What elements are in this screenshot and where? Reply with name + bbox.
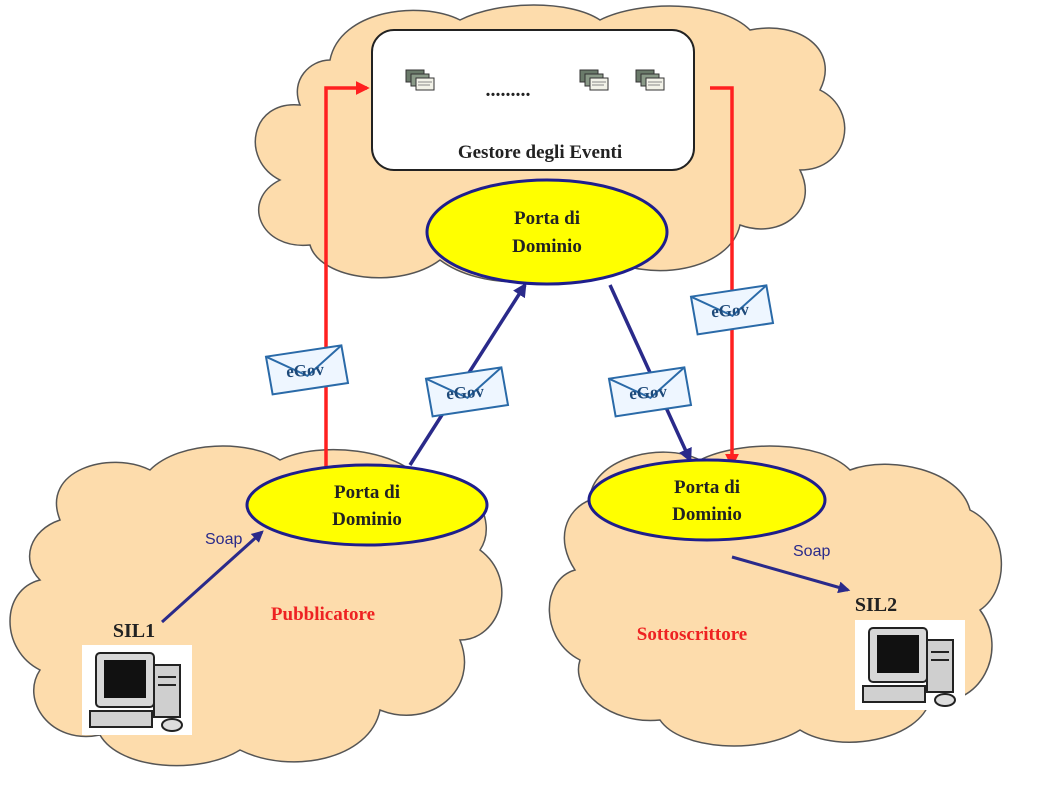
event-manager-label: Gestore degli Eventi [458,142,622,163]
soap-arrow-sil1 [160,530,264,624]
subscriber-port-line2: Dominio [672,504,742,525]
event-manager-box [371,29,695,171]
queue-separator: ......... [486,79,531,101]
publisher-domain-port [245,463,489,547]
computer-icon [854,619,966,711]
subscriber-port-line1: Porta di [674,477,740,498]
computer-icon [81,644,193,736]
subscriber-role-label: Sottoscrittore [637,624,747,645]
soap-label-right: Soap [793,543,830,560]
sil2-label: SIL2 [855,594,897,616]
subscriber-domain-port [587,458,827,542]
central-port-line2: Dominio [512,236,582,257]
publish-path-arrow [324,81,370,470]
publisher-role-label: Pubblicatore [271,604,375,625]
egov-envelope: eGov [424,366,510,418]
central-domain-port [425,178,669,286]
envelope-label: eGov [446,382,486,404]
envelope-label: eGov [711,300,751,322]
egov-envelope: eGov [264,344,350,396]
soap-label-left: Soap [205,531,242,548]
delivery-path-arrow [710,86,739,468]
egov-envelope: eGov [689,284,775,336]
sil1-label: SIL1 [113,620,155,642]
publisher-port-line1: Porta di [334,482,400,503]
publisher-port-line2: Dominio [332,509,402,530]
central-port-line1: Porta di [514,208,580,229]
envelope-label: eGov [286,360,326,382]
soap-arrow-sil2 [731,555,851,594]
envelope-label: eGov [629,382,669,404]
egov-envelope: eGov [607,366,693,418]
